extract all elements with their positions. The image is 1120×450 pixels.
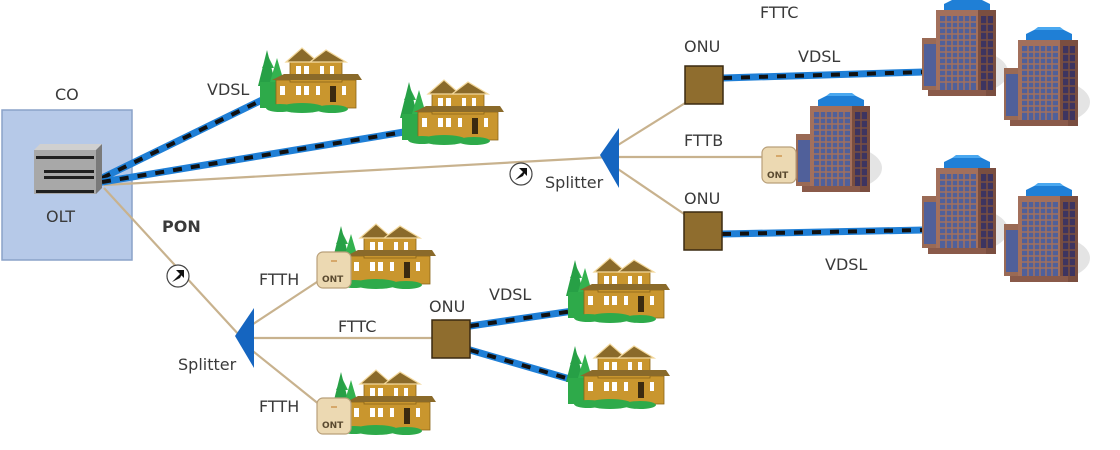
ftth-lower-label: FTTH	[259, 397, 299, 416]
fiber-splitter-right-to-onu-top	[609, 99, 691, 151]
splitter-right-label: Splitter	[545, 173, 604, 192]
direction-indicator-pon	[166, 264, 190, 288]
house-lower-2	[565, 343, 671, 410]
vdsl-cable-onu-lower-house-2	[466, 346, 584, 386]
pon-label: PON	[162, 217, 201, 236]
building-fttb	[795, 92, 883, 193]
vdsl-cable-olt-house-top-2	[98, 128, 408, 186]
splitter-right[interactable]	[600, 128, 619, 188]
ont-fttb[interactable]: ONT	[761, 146, 797, 184]
fttc-lower-label: FTTC	[338, 317, 376, 336]
ont-ftth-upper-label: ONT	[322, 275, 344, 285]
co-label: CO	[55, 85, 79, 104]
ont-ftth-lower[interactable]: ONT	[316, 397, 352, 435]
vdsl-lower-label: VDSL	[489, 285, 531, 304]
ftth-upper-label: FTTH	[259, 270, 299, 289]
vdsl-top-right-label: VDSL	[798, 47, 840, 66]
vdsl-cable-olt-house-top-1	[98, 96, 266, 182]
vdsl-cable-onu-lower-house-1	[466, 306, 584, 330]
ont-fttb-label: ONT	[767, 171, 789, 181]
fttb-label: FTTB	[684, 131, 723, 150]
building-bottom-2	[1003, 182, 1091, 283]
house-lower-1	[565, 257, 671, 324]
building-top-1	[921, 0, 1009, 97]
vdsl-cables	[98, 68, 928, 386]
vdsl-cable-onu-mid-buildings	[718, 226, 928, 238]
ont-ftth-upper[interactable]: ONT	[316, 251, 352, 289]
fiber-olt-to-splitter-left	[103, 187, 241, 337]
fiber-splitter-left-to-ftth-lower	[243, 343, 321, 406]
building-bottom-1	[921, 154, 1009, 255]
onu-lower-label: ONU	[429, 297, 465, 316]
house-top-2	[399, 79, 505, 146]
onu-top-label: ONU	[684, 37, 720, 56]
direction-indicator-splitter-right	[509, 162, 533, 186]
fiber-splitter-right-to-onu-mid	[611, 164, 691, 219]
ont-ftth-lower-label: ONT	[322, 421, 344, 431]
olt-label: OLT	[46, 207, 75, 226]
vdsl-cable-onu-top-buildings	[719, 68, 928, 82]
olt-device[interactable]	[34, 144, 102, 194]
splitter-left[interactable]	[235, 308, 254, 368]
fiber-splitter-left-to-ftth-upper	[243, 279, 321, 331]
house-top-1	[257, 47, 363, 114]
vdsl-bottom-right-label: VDSL	[825, 255, 867, 274]
onu-right-mid-label: ONU	[684, 189, 720, 208]
onu-right-mid[interactable]	[683, 211, 723, 251]
onu-lower[interactable]	[431, 319, 471, 359]
building-top-2	[1003, 26, 1091, 127]
vdsl-top-left-label: VDSL	[207, 80, 249, 99]
splitter-left-label: Splitter	[178, 355, 237, 374]
onu-top[interactable]	[684, 65, 724, 105]
fttc-top-label: FTTC	[760, 3, 798, 22]
fiber-olt-to-splitter-right	[103, 155, 611, 187]
